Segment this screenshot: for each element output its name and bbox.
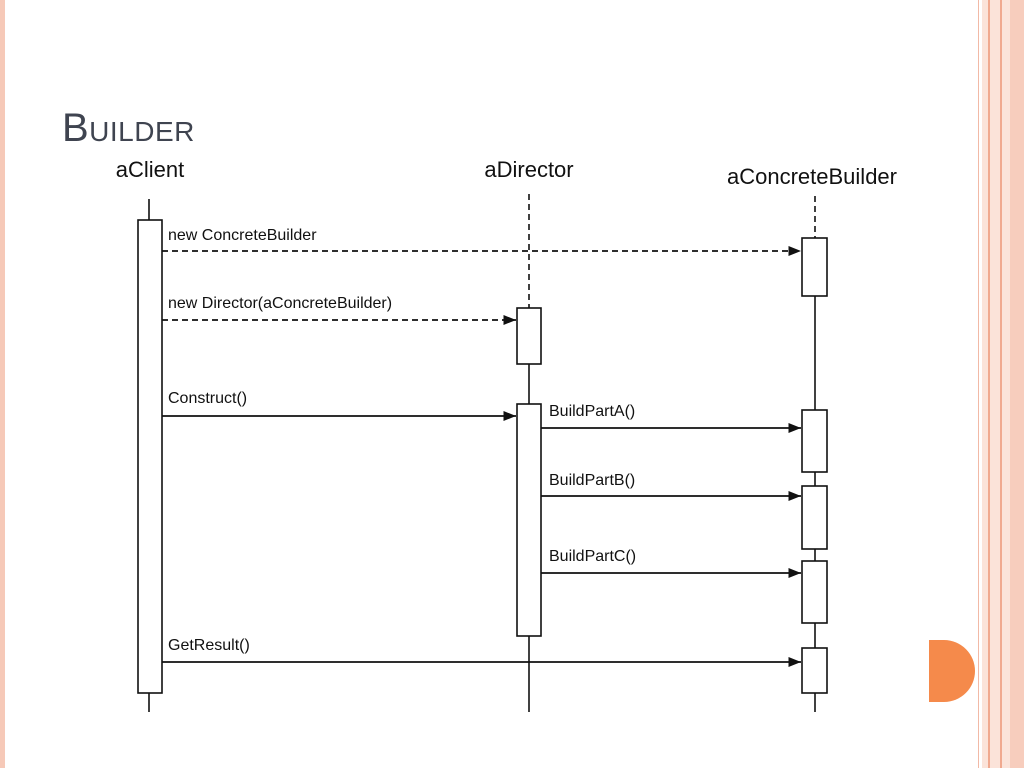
activation-adirector-create xyxy=(516,307,542,365)
activation-adirector-construct xyxy=(516,403,542,637)
object-label-aconcretebuilder: aConcreteBuilder xyxy=(727,164,897,189)
message-label-construct: Construct() xyxy=(168,390,247,407)
slide-title: Builder xyxy=(62,106,195,150)
message-label-new-director: new Director(aConcreteBuilder) xyxy=(168,295,392,312)
slide-left-border xyxy=(0,0,5,768)
object-label-aclient: aClient xyxy=(116,157,184,182)
message-label-new-concretebuilder: new ConcreteBuilder xyxy=(168,227,317,244)
slide-right-border xyxy=(978,0,1024,768)
message-label-buildpartb: BuildPartB() xyxy=(549,472,635,489)
activation-builder-create xyxy=(801,237,828,297)
activation-builder-partb xyxy=(801,485,828,550)
message-label-buildparta: BuildPartA() xyxy=(549,403,635,420)
activation-builder-getresult xyxy=(801,647,828,694)
activation-builder-partc xyxy=(801,560,828,624)
message-label-getresult: GetResult() xyxy=(168,637,250,654)
activation-builder-parta xyxy=(801,409,828,473)
message-label-buildpartc: BuildPartC() xyxy=(549,548,636,565)
activation-aclient xyxy=(137,219,163,694)
object-label-adirector: aDirector xyxy=(484,157,573,182)
